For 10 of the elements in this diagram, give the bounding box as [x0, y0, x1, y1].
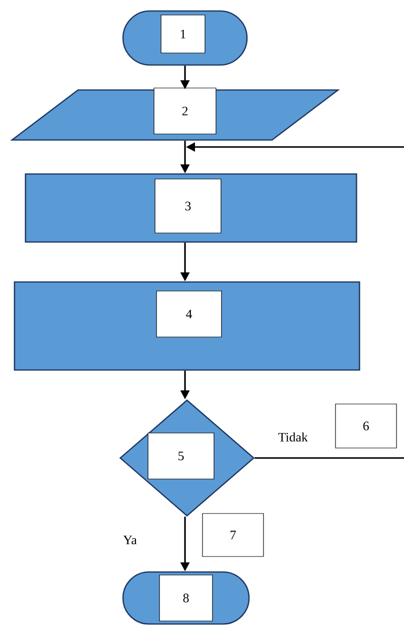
- number-box: 3: [154, 178, 222, 234]
- number-box: 1: [160, 14, 206, 54]
- number-box: 7: [202, 513, 264, 557]
- edge-label: Ya: [122, 534, 138, 546]
- edge-label: Tidak: [277, 431, 309, 443]
- number-box: 8: [159, 574, 213, 622]
- number-box: 5: [148, 432, 214, 480]
- number-box: 6: [335, 404, 397, 448]
- number-box: 2: [154, 88, 216, 134]
- number-box: 4: [156, 290, 222, 338]
